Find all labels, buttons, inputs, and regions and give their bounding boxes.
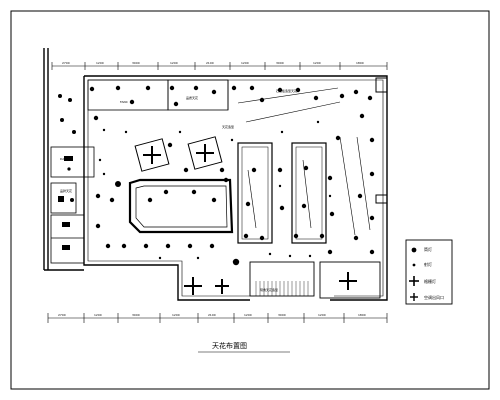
legend-symbol-4: [410, 293, 418, 301]
room-label-g: 品牌天花: [60, 188, 72, 193]
legend-text-1: 筒灯: [424, 246, 432, 252]
legend-symbol-3: [409, 276, 419, 286]
legend-text-3: 格栅灯: [424, 278, 436, 284]
bottom-dim-9: 1800: [358, 313, 366, 317]
top-dim-2: 1200: [96, 61, 104, 65]
legend-box: [405, 239, 453, 305]
bottom-dim-2: 1200: [94, 313, 102, 317]
room-label-f: DAV: [60, 157, 67, 161]
top-dim-3: 3000: [132, 61, 140, 65]
legend-symbol-1: [411, 247, 417, 253]
top-dimension-chain: [51, 62, 388, 70]
top-rooms: [87, 79, 229, 111]
room-label-c: 石膏板造型天花: [276, 88, 297, 93]
drawing-title: 天花布置图: [212, 341, 247, 350]
room-label-b: 品质天花: [186, 95, 198, 100]
room-label-a: FANC: [120, 100, 128, 104]
left-utility-rooms: [50, 146, 95, 264]
central-counter: [128, 178, 234, 234]
top-dim-1: 2700: [62, 61, 70, 65]
bottom-dim-1: 2700: [58, 313, 66, 317]
top-dim-8: 1200: [313, 61, 321, 65]
fixture-icons-utility: [58, 156, 73, 250]
top-dim-5: 2100: [206, 61, 214, 65]
legend-symbol-2: [412, 263, 416, 267]
bottom-dim-4: 1200: [172, 313, 180, 317]
rotated-fitting-right: [187, 136, 223, 170]
bottom-dim-6: 1200: [244, 313, 252, 317]
sheet-border: [10, 10, 490, 390]
top-dim-6: 1200: [241, 61, 249, 65]
display-island-left: [237, 142, 273, 244]
lower-cross-fixtures: [184, 272, 357, 295]
bottom-dim-8: 1200: [318, 313, 326, 317]
right-wall-jog: [375, 77, 388, 204]
top-dim-4: 1200: [170, 61, 178, 65]
top-dim-9: 1800: [356, 61, 364, 65]
bottom-dim-5: 2100: [208, 313, 216, 317]
inner-wall-lines: [87, 79, 384, 297]
downlight-dots: [58, 85, 375, 266]
bottom-dim-3: 3000: [132, 313, 140, 317]
room-label-d: 天花造型: [222, 124, 234, 129]
stair-treads: [255, 281, 309, 296]
outer-walls: [43, 48, 388, 301]
lower-right-room: [249, 261, 381, 299]
top-dim-7: 3000: [276, 61, 284, 65]
legend-text-4: 空调出风口: [424, 294, 444, 300]
spotlight-dots: [98, 120, 332, 260]
room-label-e: 阴角天花造型: [260, 287, 278, 292]
bottom-dim-7: 3000: [278, 313, 286, 317]
rotated-fitting-left: [134, 138, 170, 172]
legend-text-2: 射灯: [424, 261, 432, 267]
bottom-dimension-chain: [47, 313, 388, 323]
diagonal-feature-lines: [237, 87, 371, 236]
display-island-right: [291, 142, 327, 244]
